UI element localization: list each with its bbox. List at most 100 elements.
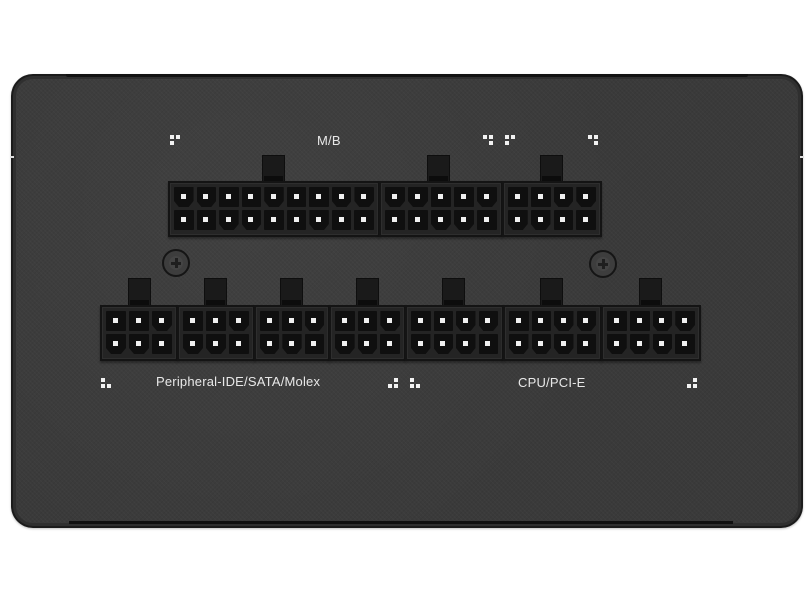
connector-latch (427, 155, 450, 182)
pin (433, 311, 453, 331)
peripheral-6pin-connector-2[interactable] (177, 305, 255, 361)
pin (380, 334, 400, 354)
pin (129, 311, 149, 331)
pin (229, 311, 249, 331)
pin (309, 187, 329, 207)
pin (431, 210, 451, 230)
pin (531, 311, 551, 331)
cpu-pcie-8pin-connector-1[interactable] (405, 305, 504, 361)
pin (456, 311, 476, 331)
connector-latch (540, 278, 563, 306)
pin-grid (260, 311, 324, 354)
pin (106, 311, 126, 331)
pin (576, 334, 596, 354)
pin (335, 334, 355, 354)
pin (357, 334, 378, 354)
screw-icon (589, 250, 617, 278)
pin (229, 334, 249, 354)
connector-latch (204, 278, 227, 306)
pin (264, 187, 284, 207)
pin (554, 334, 574, 354)
mb-10pin-connector[interactable] (379, 181, 503, 237)
pin (380, 311, 400, 331)
pin-marker-icon (505, 135, 516, 146)
pin (411, 334, 431, 354)
screw-icon (162, 249, 190, 277)
pin (152, 334, 172, 354)
pin (454, 210, 474, 230)
connector-latch (280, 278, 303, 306)
pin (354, 187, 374, 207)
pin-marker-icon (101, 378, 112, 389)
pin (553, 187, 574, 207)
pin (675, 311, 695, 331)
connector-latch (442, 278, 465, 306)
pin (196, 187, 217, 207)
pin-marker-icon (410, 378, 421, 389)
pin (206, 334, 226, 354)
peripheral-6pin-connector-3[interactable] (254, 305, 330, 361)
pin (478, 334, 498, 354)
right-edge-notch (800, 156, 804, 158)
pin (331, 210, 352, 230)
pin-grid (385, 187, 497, 230)
pin (431, 187, 451, 207)
pin (309, 210, 329, 230)
pin (508, 210, 528, 230)
pin-marker-icon (483, 135, 494, 146)
mb-8pin-connector[interactable] (502, 181, 602, 237)
pin-grid (509, 311, 596, 354)
pin (509, 311, 529, 331)
pin (206, 311, 226, 331)
peripheral-6pin-connector-1[interactable] (100, 305, 178, 361)
pin-marker-icon (388, 378, 399, 389)
pin (607, 311, 627, 331)
pin (219, 210, 239, 230)
pin (576, 187, 596, 207)
pin (530, 187, 551, 207)
pin (652, 334, 673, 354)
pin-grid (508, 187, 596, 230)
connector-latch (128, 278, 151, 306)
connector-latch (356, 278, 379, 306)
pin (219, 187, 239, 207)
peripheral-label: Peripheral-IDE/SATA/Molex (156, 374, 321, 389)
pin (629, 334, 650, 354)
pin (508, 187, 528, 207)
pin (675, 334, 695, 354)
cpu-pcie-8pin-connector-3[interactable] (601, 305, 701, 361)
connector-latch (540, 155, 563, 182)
pin (477, 187, 497, 207)
pin-marker-icon (588, 135, 599, 146)
pin (304, 311, 324, 331)
pin (129, 334, 149, 354)
pin-grid (607, 311, 695, 354)
pin (183, 334, 203, 354)
pin (174, 210, 194, 230)
cpu-pcie-8pin-connector-2[interactable] (503, 305, 602, 361)
pin (454, 187, 474, 207)
pin (629, 311, 650, 331)
pin (354, 210, 374, 230)
pin (282, 311, 302, 331)
pin (411, 311, 431, 331)
pin (357, 311, 378, 331)
pin (331, 187, 352, 207)
pin (174, 187, 194, 207)
pin (304, 334, 324, 354)
mb-18pin-connector[interactable] (168, 181, 380, 237)
peripheral-6pin-connector-4[interactable] (329, 305, 406, 361)
pin-grid (411, 311, 498, 354)
pin-grid (174, 187, 374, 230)
pin (576, 210, 596, 230)
pin (530, 210, 551, 230)
pin (531, 334, 551, 354)
cpu-pcie-label: CPU/PCI-E (518, 375, 586, 390)
pin (456, 334, 476, 354)
pin-marker-icon (170, 135, 181, 146)
pin (433, 334, 453, 354)
pin (477, 210, 497, 230)
pin (106, 334, 126, 354)
pin (260, 334, 280, 354)
left-edge-notch (10, 156, 14, 158)
